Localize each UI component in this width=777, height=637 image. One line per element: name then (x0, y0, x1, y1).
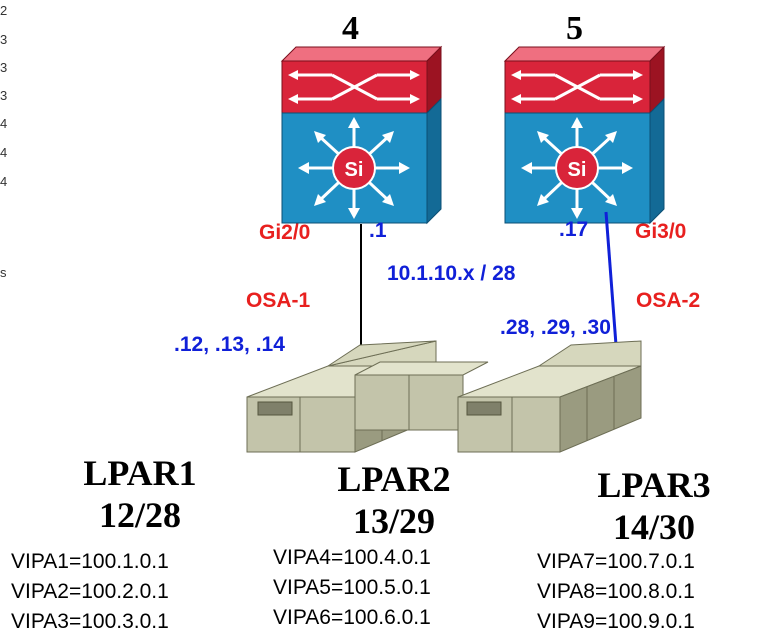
layer3-switch-icon: Si (503, 45, 666, 225)
vipa-entry: VIPA6=100.6.0.1 (273, 606, 431, 629)
vipa-entry: VIPA1=100.1.0.1 (11, 550, 169, 573)
ip-label: .17 (559, 218, 589, 241)
vipa-entry: VIPA9=100.9.0.1 (537, 610, 695, 633)
lpar-block: LPAR3 14/30 (574, 467, 734, 545)
vipa-list: VIPA7=100.7.0.1 VIPA8=100.8.0.1 VIPA9=10… (537, 547, 695, 637)
edge-fragment: 3 (0, 60, 8, 75)
edge-fragment: 3 (0, 32, 8, 47)
edge-fragment: 2 (0, 3, 8, 18)
lpar-range: 12/28 (98, 495, 181, 535)
lpar-name: LPAR1 (83, 453, 197, 493)
osa-address-group: .12, .13, .14 (174, 333, 285, 356)
vipa-entry: VIPA2=100.2.0.1 (11, 580, 169, 603)
lpar-name: LPAR3 (597, 465, 711, 505)
layer3-switch-icon: Si (280, 45, 443, 225)
lpar-range: 14/30 (612, 507, 695, 547)
lpar-name: LPAR2 (337, 459, 451, 499)
lpar-block: LPAR1 12/28 (60, 455, 220, 533)
vipa-list: VIPA4=100.4.0.1 VIPA5=100.5.0.1 VIPA6=10… (273, 543, 431, 633)
vipa-list: VIPA1=100.1.0.1 VIPA2=100.2.0.1 VIPA3=10… (11, 547, 169, 637)
lpar-range: 13/29 (352, 501, 435, 541)
switch-badge-label: Si (345, 159, 364, 181)
subnet-label: 10.1.10.x / 28 (387, 262, 516, 285)
interface-label: Gi2/0 (259, 221, 311, 244)
edge-fragment: 4 (0, 174, 8, 189)
lpar-block: LPAR2 13/29 (314, 461, 474, 539)
vipa-entry: VIPA3=100.3.0.1 (11, 610, 169, 633)
vipa-entry: VIPA8=100.8.0.1 (537, 580, 695, 603)
switch-badge-label: Si (568, 159, 587, 181)
switch-number: 4 (342, 10, 359, 47)
vipa-entry: VIPA7=100.7.0.1 (537, 550, 695, 573)
edge-fragment: 4 (0, 145, 8, 160)
ip-label: .1 (369, 219, 387, 242)
edge-fragment: s (0, 265, 7, 280)
osa-address-group: .28, .29, .30 (500, 316, 611, 339)
vipa-entry: VIPA5=100.5.0.1 (273, 576, 431, 599)
edge-fragment: 4 (0, 116, 8, 131)
mainframe-icon (246, 340, 642, 453)
edge-fragment: 3 (0, 88, 8, 103)
switch-number: 5 (566, 10, 583, 47)
link-switch5-osa2 (604, 211, 618, 346)
osa-label: OSA-1 (246, 289, 311, 312)
osa-label: OSA-2 (636, 289, 701, 312)
vipa-entry: VIPA4=100.4.0.1 (273, 546, 431, 569)
interface-label: Gi3/0 (635, 220, 687, 243)
